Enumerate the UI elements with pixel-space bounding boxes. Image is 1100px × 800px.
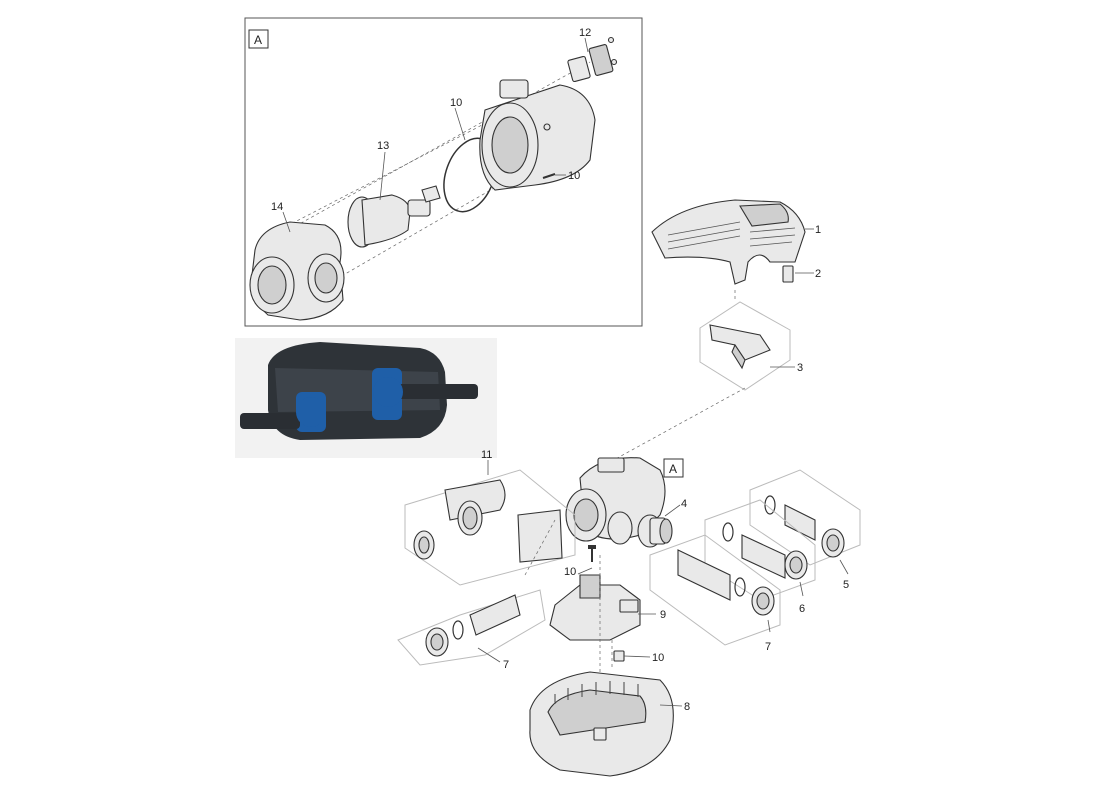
hose-connector-part-7-right [649,534,781,646]
detail-view-a: A [244,17,643,327]
callout-5: 5 [843,579,849,591]
callout-14: 14 [271,201,283,213]
hose-connector-part-5 [749,469,861,566]
outlet-plate-part-11 [404,469,576,586]
main-body-box-label: A [669,462,677,476]
clip-part-10-lower [613,650,625,662]
callout-9: 9 [660,609,666,621]
callout-10-detail: 10 [450,97,462,109]
pump-housing-part-14 [249,221,345,321]
hose-connector-part-7-left [397,589,546,666]
screw-part-10 [542,173,556,179]
callout-10-lower: 10 [652,652,664,664]
top-cover-part-1 [651,199,806,285]
callout-3: 3 [797,362,803,374]
screw-part-10-upper [588,545,596,562]
callout-1: 1 [815,224,821,236]
base-tray-part-8 [529,671,674,777]
callout-11: 11 [481,449,492,461]
callout-7-left: 7 [503,659,509,671]
callout-12: 12 [579,27,591,39]
callout-13: 13 [377,140,389,152]
bracket-part-3 [699,301,791,391]
detail-box-label: A [254,33,262,47]
callout-7-right: 7 [765,641,771,653]
callout-4: 4 [681,498,687,510]
stand-part-9 [549,574,641,641]
callout-10-upper: 10 [564,566,576,578]
callout-6: 6 [799,603,805,615]
main-body-box-label-frame [663,458,684,478]
motor-body [479,79,596,191]
rotor-impeller-part-13 [347,185,441,248]
callout-2: 2 [815,268,821,280]
callout-8: 8 [684,701,690,713]
detail-box-label-frame [248,29,269,49]
product-photo [235,338,497,458]
callout-10-detail-screw: 10 [568,170,580,182]
clip-part-2 [782,265,794,283]
adapter-part-4 [637,514,673,548]
cable-cover-part-12 [567,36,618,83]
